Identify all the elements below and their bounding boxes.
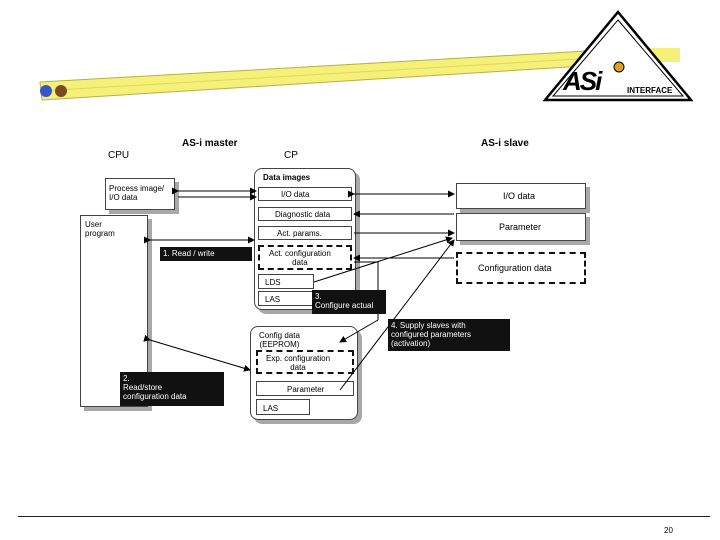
arrow-supply-slaves — [339, 239, 455, 391]
step2-label: 2. Read/store configuration data — [120, 372, 224, 406]
slave-parameter-box: Parameter — [456, 213, 586, 241]
act-config-label: Act. configuration data — [269, 249, 331, 267]
asi-logo: ASi INTERFACE — [542, 10, 694, 102]
bullet-dot-blue — [40, 85, 52, 97]
diagnostic-data-label: Diagnostic data — [275, 210, 331, 219]
las-bottom-label: LAS — [263, 404, 279, 413]
step1-label: 1. Read / write — [160, 247, 252, 261]
bullet-dot-brown — [55, 85, 67, 97]
lds-box: LDS — [258, 274, 314, 289]
exp-config-label: Exp. configuration data — [266, 354, 331, 372]
page-number: 20 — [664, 526, 673, 535]
arrow-configure-3 — [339, 319, 379, 343]
process-image-box: Process image/ I/O data — [105, 178, 175, 210]
step4-label: 4. Supply slaves with configured paramet… — [388, 319, 510, 351]
diagnostic-data-box: Diagnostic data — [258, 207, 352, 221]
slave-title: AS-i slave — [481, 138, 529, 149]
logo-word: INTERFACE — [627, 86, 673, 95]
cp-io-data-box: I/O data — [258, 187, 352, 201]
logo-mark: ASi — [563, 66, 602, 96]
exp-config-box: Exp. configuration data — [256, 350, 354, 374]
act-params-label: Act. params. — [277, 229, 322, 238]
parameter-lower-box: Parameter — [256, 381, 354, 396]
arrow-read-store — [143, 334, 251, 372]
footer-rule — [18, 516, 710, 517]
slave-config-box: Configuration data — [456, 252, 586, 284]
arrow-lds-slave — [313, 236, 453, 283]
act-config-box: Act. configuration data — [258, 245, 352, 270]
parameter-lower-label: Parameter — [287, 385, 325, 394]
step3-label: 3. Configure actual — [312, 290, 386, 314]
slave-io-data-label: I/O data — [503, 191, 536, 201]
data-images-label: Data images — [263, 173, 311, 182]
slave-config-label: Configuration data — [478, 263, 552, 273]
config-data-label: Config data (EEPROM) — [259, 331, 300, 349]
cp-label: CP — [284, 150, 298, 161]
cp-io-data-label: I/O data — [281, 190, 310, 199]
las-top-label: LAS — [265, 295, 281, 304]
cpu-label: CPU — [108, 150, 130, 161]
lds-label: LDS — [265, 278, 281, 287]
act-params-box: Act. params. — [258, 226, 352, 240]
las-bottom-box: LAS — [256, 399, 310, 415]
master-title: AS-i master — [182, 138, 238, 149]
logo-triangle-icon — [542, 10, 694, 102]
slave-io-data-box: I/O data — [456, 183, 586, 209]
slave-parameter-label: Parameter — [499, 222, 542, 232]
user-program-label: User program — [85, 220, 115, 238]
process-image-label: Process image/ I/O data — [109, 184, 165, 202]
